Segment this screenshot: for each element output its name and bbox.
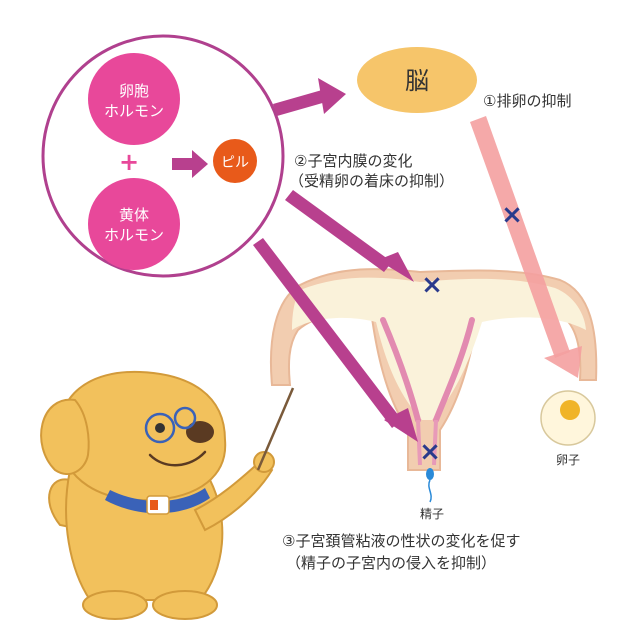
dog-collar-tag-stripe xyxy=(150,500,158,510)
effect-ovulation-text: ①排卵の抑制 xyxy=(483,92,571,110)
dog-mouth xyxy=(148,450,207,467)
egg-label: 卵子 xyxy=(556,453,580,467)
dog-ear xyxy=(40,398,90,475)
estrogen-bubble xyxy=(88,53,180,145)
pill-label: ピル xyxy=(221,155,249,171)
ovulation-arrow-shaft xyxy=(470,116,570,358)
circle-to-cervix-arrow xyxy=(253,238,418,442)
effect-endometrium-text-line1: ②子宮内膜の変化 xyxy=(294,152,412,170)
sperm-head xyxy=(426,468,434,480)
uterus-inner-cavity xyxy=(292,277,586,420)
circle-to-brain-arrow xyxy=(273,78,346,116)
pointer-stick xyxy=(256,387,295,471)
brain-label: 脳 xyxy=(405,67,429,95)
dog-foot-right xyxy=(152,590,218,620)
dog-glasses-right xyxy=(173,406,197,430)
progesterone-bubble xyxy=(88,178,180,270)
egg-nucleus xyxy=(560,400,580,420)
progesterone-label-line1: 黄体 xyxy=(119,206,149,224)
ovulation-arrow xyxy=(470,116,582,378)
dog-nose xyxy=(186,421,214,443)
ovulation-arrow-head xyxy=(544,346,582,378)
block-mark-endometrium: × xyxy=(421,270,443,300)
progesterone-label-line2: ホルモン xyxy=(104,226,164,244)
plus-sign: + xyxy=(119,148,139,176)
dog-arm xyxy=(193,458,274,532)
effect-mucus-text-line2: （精子の子宮内の侵入を抑制） xyxy=(286,554,496,572)
sperm-label: 精子 xyxy=(420,507,444,521)
hormones-to-pill-arrow xyxy=(172,150,208,178)
estrogen-label-line2: ホルモン xyxy=(104,102,164,120)
dog-mascot xyxy=(40,370,295,620)
estrogen-label-line1: 卵胞 xyxy=(119,82,149,100)
dog-foot-left xyxy=(82,590,148,620)
cervical-canal xyxy=(416,419,438,466)
effect-mucus-text-line1: ③子宮頚管粘液の性状の変化を促す xyxy=(282,532,520,550)
fallopian-tube-right xyxy=(433,317,475,423)
dog-eye xyxy=(155,423,165,433)
brain-oval xyxy=(357,47,477,113)
circle-to-endometrium-arrow xyxy=(285,190,414,282)
pill-bubble xyxy=(213,139,257,183)
dog-glasses-left xyxy=(144,412,176,444)
block-mark-cervix: × xyxy=(419,437,441,467)
block-mark-ovulation: × xyxy=(501,200,523,230)
uterus-illustration xyxy=(269,268,598,471)
effect-endometrium-text-line2: （受精卵の着床の抑制） xyxy=(289,172,454,190)
fallopian-tube-left xyxy=(380,317,421,423)
dog-collar xyxy=(105,488,210,514)
sperm-tail xyxy=(428,479,432,503)
